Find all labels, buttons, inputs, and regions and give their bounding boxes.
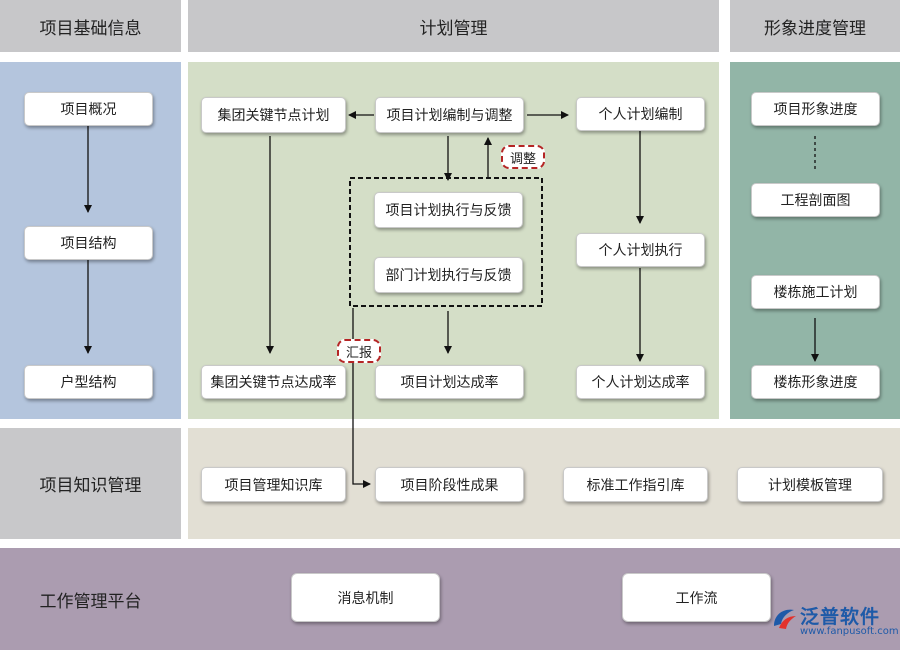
header-image-progress: 形象进度管理 [730, 0, 900, 52]
logo-url: www.fanpusoft.com [800, 626, 899, 637]
box-project-plan-exec[interactable]: 项目计划执行与反馈 [374, 192, 523, 228]
tag-report: 汇报 [337, 339, 381, 363]
box-project-plan-edit[interactable]: 项目计划编制与调整 [375, 97, 524, 133]
box-group-key-node-plan[interactable]: 集团关键节点计划 [201, 97, 346, 133]
platform-row-label: 工作管理平台 [39, 591, 142, 612]
box-dept-plan-exec[interactable]: 部门计划执行与反馈 [374, 257, 523, 293]
panel-knowledge-left [0, 428, 181, 539]
box-knowledge-base[interactable]: 项目管理知识库 [201, 467, 346, 502]
box-personal-plan-exec[interactable]: 个人计划执行 [576, 233, 705, 267]
box-group-key-node-rate[interactable]: 集团关键节点达成率 [201, 365, 346, 399]
box-building-construction-plan[interactable]: 楼栋施工计划 [751, 275, 880, 309]
header-project-basic: 项目基础信息 [0, 0, 181, 52]
box-project-overview[interactable]: 项目概况 [24, 92, 153, 126]
box-building-image-progress[interactable]: 楼栋形象进度 [751, 365, 880, 399]
fanpu-logo: 泛普软件 www.fanpusoft.com [770, 600, 899, 642]
box-phase-results[interactable]: 项目阶段性成果 [375, 467, 524, 502]
box-message-mechanism[interactable]: 消息机制 [291, 573, 440, 622]
box-personal-plan-rate[interactable]: 个人计划达成率 [576, 365, 705, 399]
box-section-view[interactable]: 工程剖面图 [751, 183, 880, 217]
box-standard-guide[interactable]: 标准工作指引库 [563, 467, 708, 502]
header-plan-mgmt: 计划管理 [188, 0, 719, 52]
box-template-mgmt[interactable]: 计划模板管理 [737, 467, 883, 502]
knowledge-row-label: 项目知识管理 [39, 476, 142, 496]
box-unit-type-structure[interactable]: 户型结构 [24, 365, 153, 399]
box-project-image-progress[interactable]: 项目形象进度 [751, 92, 880, 126]
box-personal-plan-edit[interactable]: 个人计划编制 [576, 97, 705, 131]
tag-adjust: 调整 [501, 145, 545, 169]
fanpu-logo-icon [774, 609, 796, 629]
logo-name: 泛普软件 [800, 606, 881, 628]
box-project-structure[interactable]: 项目结构 [24, 226, 153, 260]
box-project-plan-rate[interactable]: 项目计划达成率 [375, 365, 524, 399]
box-workflow[interactable]: 工作流 [622, 573, 771, 622]
